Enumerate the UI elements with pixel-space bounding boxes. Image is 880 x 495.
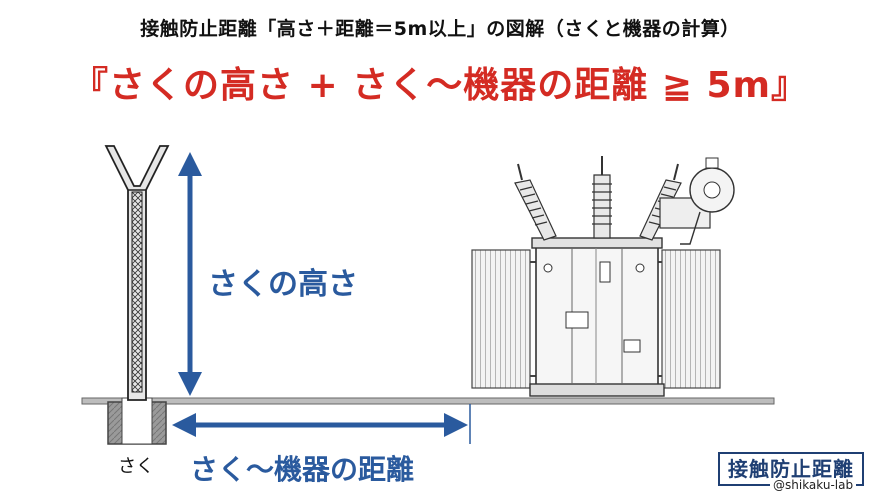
page-title: 接触防止距離「高さ＋距離＝5m以上」の図解（さくと機器の計算）: [140, 18, 740, 40]
fence-icon: [104, 145, 170, 445]
fence-to-equipment-arrow: [172, 404, 471, 444]
fence-height-label: さくの高さ: [208, 267, 358, 302]
ground-line: [81, 397, 775, 405]
fence-to-equipment-label: さく〜機器の距離: [190, 453, 415, 486]
fence-label: さく: [118, 456, 154, 477]
brand-handle: @shikaku-lab: [770, 478, 857, 492]
formula-headline: 『さくの高さ + さく〜機器の距離 ≧ 5m』: [71, 65, 809, 106]
fence-height-arrow: [178, 152, 202, 396]
transformer-icon: [471, 156, 735, 397]
